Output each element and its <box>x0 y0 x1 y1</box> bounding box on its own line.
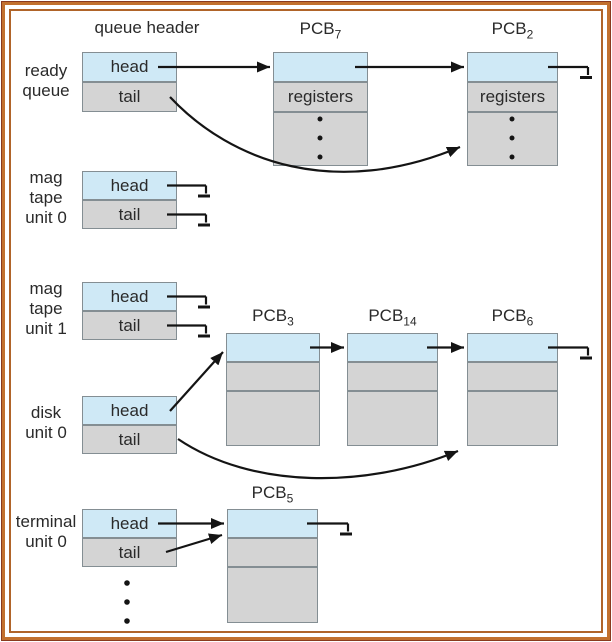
next-pointer-cell <box>226 333 320 362</box>
tail-pointer-cell: tail <box>82 538 177 567</box>
pcb7-name: PCB <box>299 19 335 38</box>
mag-tape-unit1-header-box: head tail <box>82 282 177 340</box>
pcb14-label: PCB14 <box>347 306 438 329</box>
head-pointer-cell: head <box>82 396 177 425</box>
pcb7-node: registers <box>273 52 368 166</box>
pcb3-name: PCB <box>252 306 288 325</box>
pcb5-label: PCB5 <box>227 483 318 506</box>
arrow-disk-head-to-pcb3 <box>169 351 224 412</box>
pcb14-name: PCB <box>368 306 404 325</box>
pcb7-label: PCB7 <box>273 19 368 42</box>
pcb-body-cell <box>226 391 320 446</box>
pcb5-node <box>227 509 318 623</box>
pcb-field-cell <box>467 362 558 391</box>
pcb-field-cell <box>226 362 320 391</box>
head-pointer-cell: head <box>82 509 177 538</box>
tail-pointer-cell: tail <box>82 425 177 454</box>
pcb-body-cell <box>467 112 558 166</box>
tail-label: tail <box>118 429 141 449</box>
head-label: head <box>110 513 149 533</box>
head-label: head <box>110 286 149 306</box>
tail-label: tail <box>118 315 141 335</box>
ready-queue-label: ready queue <box>22 61 70 100</box>
pcb5-name: PCB <box>251 483 287 502</box>
pcb6-subscript: 6 <box>526 314 534 329</box>
null-ground-icon <box>198 214 210 227</box>
pcb-body-cell <box>227 567 318 623</box>
pcb-field-cell <box>227 538 318 567</box>
disk-unit0-header-box: head tail <box>82 396 177 454</box>
mag-tape-unit0-label: mag tape unit 0 <box>25 168 67 227</box>
pcb14-subscript: 14 <box>403 314 417 329</box>
pcb2-node: registers <box>467 52 558 166</box>
pcb3-node <box>226 333 320 446</box>
null-ground-icon <box>580 347 592 360</box>
tail-label: tail <box>118 204 141 224</box>
next-pointer-cell <box>227 509 318 538</box>
queue-header-column-label: queue header <box>94 18 200 37</box>
head-label: head <box>110 57 149 76</box>
head-pointer-cell: head <box>82 171 177 200</box>
terminal-unit0-label: terminal unit 0 <box>15 512 77 551</box>
pcb7-subscript: 7 <box>334 27 342 42</box>
null-ground-icon <box>198 185 210 198</box>
head-pointer-cell: head <box>82 52 177 82</box>
pcb6-name: PCB <box>491 306 527 325</box>
tail-label: tail <box>118 87 141 106</box>
pcb-body-cell <box>347 391 438 446</box>
pcb2-label: PCB2 <box>467 19 558 42</box>
next-pointer-cell <box>273 52 368 82</box>
pcb2-name: PCB <box>491 19 527 38</box>
registers-cell: registers <box>467 82 558 112</box>
pcb5-subscript: 5 <box>286 491 294 506</box>
mag-tape-unit0-header-box: head tail <box>82 171 177 229</box>
ready-queue-header-box: head tail <box>82 52 177 112</box>
head-label: head <box>110 175 149 195</box>
tail-label: tail <box>118 542 141 562</box>
registers-label: registers <box>479 87 546 106</box>
next-pointer-cell <box>467 52 558 82</box>
pcb6-label: PCB6 <box>467 306 558 329</box>
pcb2-subscript: 2 <box>526 27 534 42</box>
next-pointer-cell <box>467 333 558 362</box>
head-label: head <box>110 400 149 420</box>
tail-pointer-cell: tail <box>82 82 177 112</box>
null-ground-icon <box>198 296 210 309</box>
terminal-unit0-header-box: head tail <box>82 509 177 567</box>
pcb-body-cell <box>467 391 558 446</box>
next-pointer-cell <box>347 333 438 362</box>
tail-pointer-cell: tail <box>82 311 177 340</box>
pcb3-subscript: 3 <box>287 314 294 329</box>
disk-unit0-label: disk unit 0 <box>25 403 67 442</box>
null-ground-icon <box>198 325 210 338</box>
pcb14-node <box>347 333 438 446</box>
registers-cell: registers <box>273 82 368 112</box>
null-ground-icon <box>340 523 352 536</box>
tail-pointer-cell: tail <box>82 200 177 229</box>
terminal-more-queues-ellipsis-dots <box>124 580 130 624</box>
pcb6-node <box>467 333 558 446</box>
pcb-field-cell <box>347 362 438 391</box>
pcb-body-cell <box>273 112 368 166</box>
null-ground-icon <box>580 67 592 79</box>
mag-tape-unit1-label: mag tape unit 1 <box>25 279 67 338</box>
pcb3-label: PCB3 <box>226 306 320 329</box>
registers-label: registers <box>287 87 354 106</box>
head-pointer-cell: head <box>82 282 177 311</box>
